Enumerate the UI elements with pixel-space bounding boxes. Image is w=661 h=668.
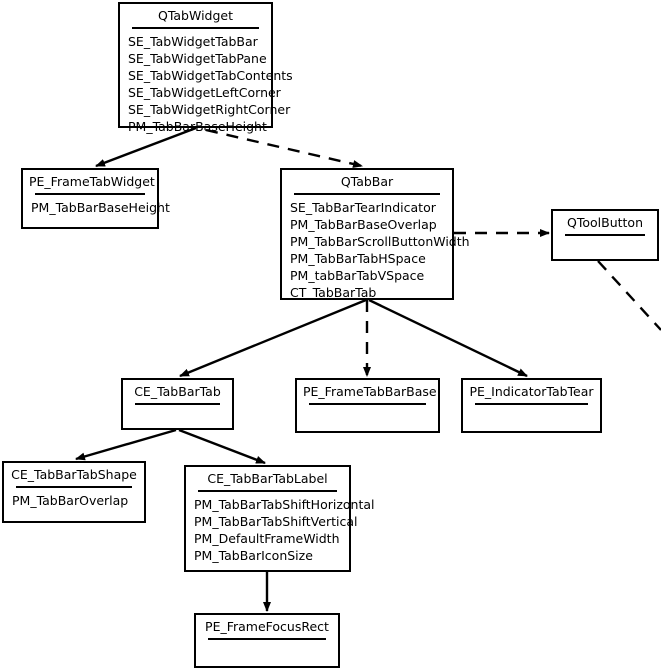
node-title: PE_FrameFocusRect bbox=[205, 619, 329, 634]
node-title: QToolButton bbox=[567, 215, 643, 230]
node-member: PM_TabBarTabHSpace bbox=[290, 251, 426, 266]
node-pe_frametabbarbase[interactable]: PE_FrameTabBarBase bbox=[295, 378, 440, 433]
title-separator bbox=[294, 192, 440, 195]
node-member: PM_TabBarBaseHeight bbox=[31, 199, 170, 215]
node-members bbox=[123, 405, 232, 421]
edge-ce_tabbartab-to-ce_tabbartabshape bbox=[75, 428, 177, 461]
node-member: PM_TabBarBaseOverlap bbox=[290, 216, 437, 232]
node-members bbox=[553, 236, 657, 252]
node-title: PE_FrameTabBarBase bbox=[303, 384, 437, 399]
title-separator bbox=[208, 637, 326, 640]
node-members: PM_TabBarOverlap bbox=[4, 488, 144, 514]
title-separator bbox=[475, 402, 588, 405]
node-member: PM_TabBarIconSize bbox=[194, 548, 313, 563]
node-member: PM_TabBarOverlap bbox=[12, 492, 129, 508]
node-title: CE_TabBarTab bbox=[134, 384, 221, 399]
node-qtoolbutton[interactable]: QToolButton bbox=[551, 209, 659, 261]
node-title: CE_TabBarTabLabel bbox=[207, 471, 328, 486]
node-member: SE_TabWidgetTabContents bbox=[128, 67, 293, 83]
node-members: PM_TabBarBaseHeight bbox=[23, 195, 170, 221]
node-member: SE_TabBarTearIndicator bbox=[290, 199, 436, 215]
title-separator bbox=[35, 192, 145, 195]
node-title: PE_IndicatorTabTear bbox=[469, 384, 594, 399]
node-pe_indicatortabtear[interactable]: PE_IndicatorTabTear bbox=[461, 378, 602, 433]
node-member: PM_TabBarBaseHeight bbox=[128, 119, 267, 135]
node-member: SE_TabWidgetLeftCorner bbox=[128, 85, 281, 100]
node-title: QTabWidget bbox=[157, 8, 234, 23]
edge-qtabbar-to-pe_indicatortabtear bbox=[368, 298, 528, 378]
title-separator bbox=[132, 26, 259, 29]
edge-qtoolbutton-to-offscreen bbox=[597, 260, 661, 331]
node-title: PE_FrameTabWidget bbox=[29, 174, 155, 189]
node-member: SE_TabWidgetTabBar bbox=[128, 33, 258, 49]
node-member: PM_TabBarTabShiftHorizontal bbox=[194, 496, 375, 512]
title-separator bbox=[198, 489, 337, 492]
node-pe_framefocusrect[interactable]: PE_FrameFocusRect bbox=[194, 613, 340, 668]
edge-qtabbar-to-ce_tabbartab bbox=[179, 298, 367, 378]
title-separator bbox=[16, 485, 132, 488]
node-member: PM_TabBarScrollButtonWidth bbox=[290, 233, 470, 249]
node-member: PM_tabBarTabVSpace bbox=[290, 268, 425, 284]
node-members bbox=[196, 640, 338, 656]
node-members bbox=[297, 405, 438, 421]
node-title: CE_TabBarTabShape bbox=[11, 467, 137, 482]
node-member: SE_TabWidgetTabPane bbox=[128, 50, 267, 66]
node-member: SE_TabWidgetRightCorner bbox=[128, 102, 291, 118]
edge-ce_tabbartab-to-ce_tabbartablabel bbox=[178, 428, 266, 465]
title-separator bbox=[565, 233, 645, 236]
title-separator bbox=[135, 402, 220, 405]
node-title: QTabBar bbox=[340, 174, 394, 189]
node-members bbox=[463, 405, 600, 421]
node-member: PM_TabBarTabShiftVertical bbox=[194, 513, 358, 529]
title-separator bbox=[309, 402, 426, 405]
node-ce_tabbartab[interactable]: CE_TabBarTab bbox=[121, 378, 234, 430]
node-member: PM_DefaultFrameWidth bbox=[194, 530, 340, 546]
node-member: CT_TabBarTab bbox=[290, 285, 377, 301]
